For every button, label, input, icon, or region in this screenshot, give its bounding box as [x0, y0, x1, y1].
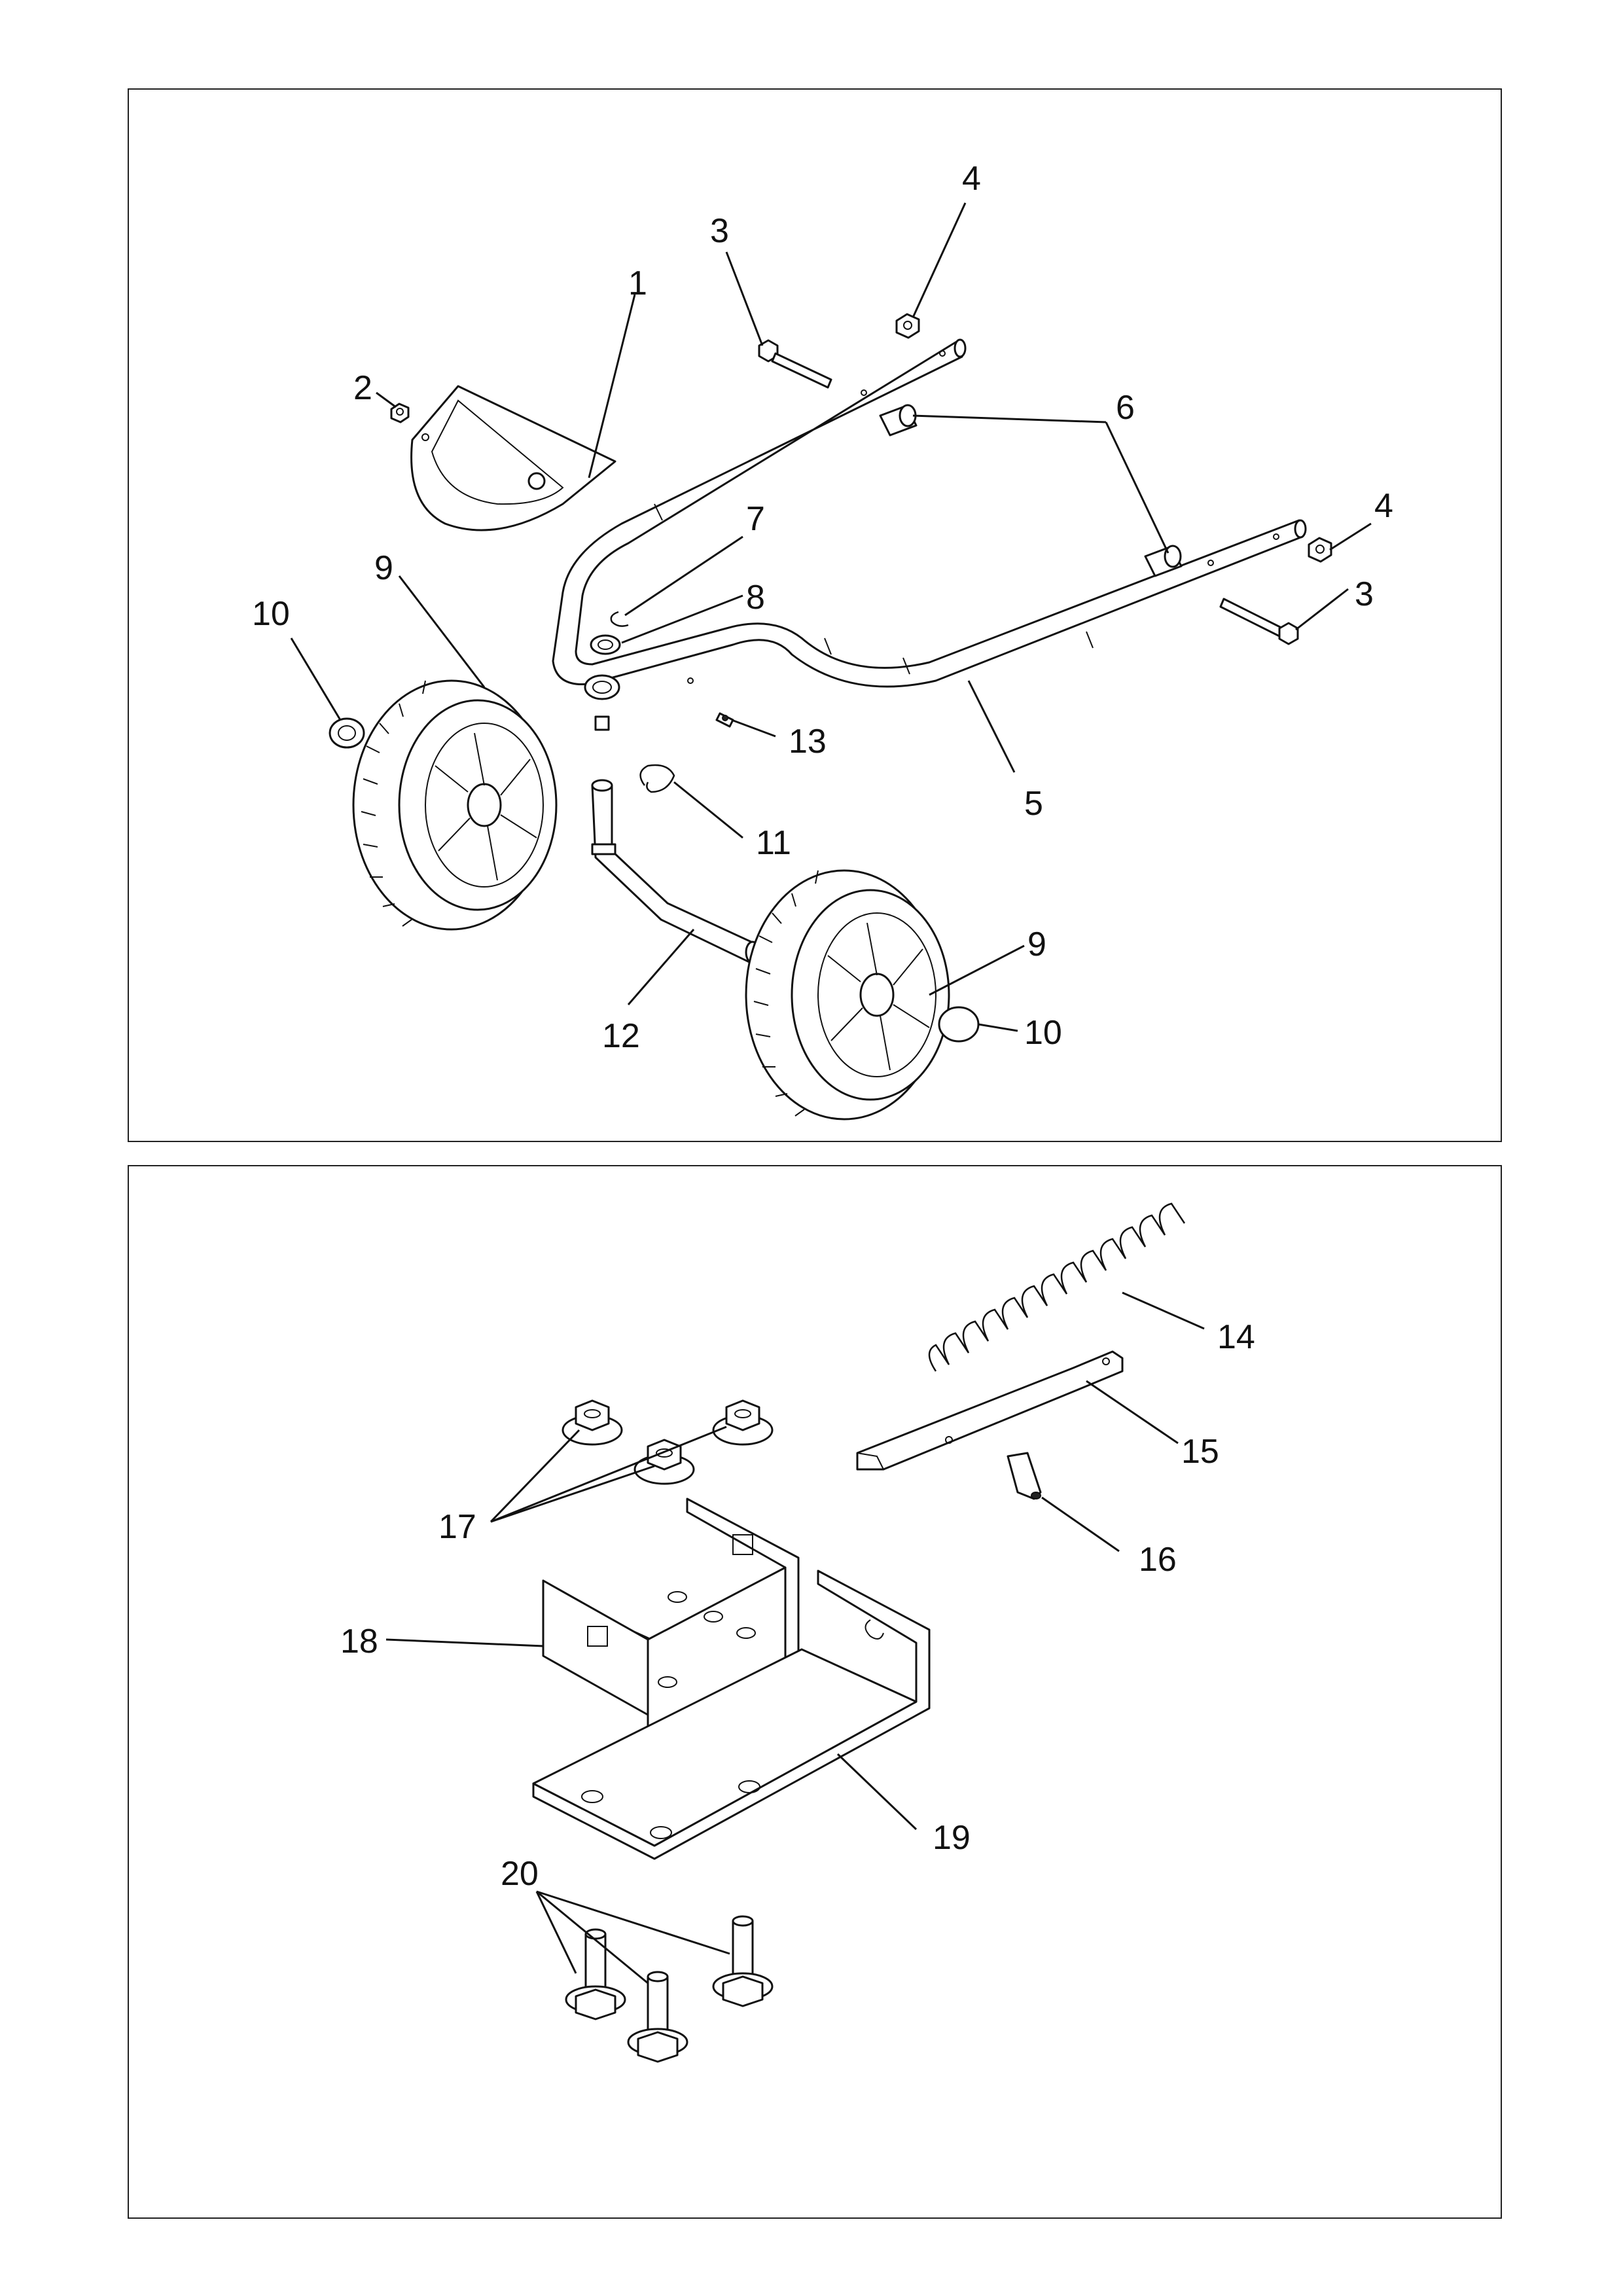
- part-7-clip: [610, 611, 629, 627]
- part-12-axle: [591, 779, 760, 964]
- callout-20: 20: [501, 1855, 539, 1893]
- top-callout-labels: 1 2 3 4 6 4 3 7 8 9 10 13 5 11 9 12 10: [252, 160, 1393, 1055]
- nut-17-b: [712, 1399, 774, 1446]
- part-9-wheel-right: [745, 869, 950, 1121]
- part-6-spacer-upper: [879, 404, 918, 437]
- callout-14: 14: [1217, 1318, 1255, 1356]
- part-5-handle-frame: [552, 338, 1307, 688]
- callout-3-upper: 3: [710, 212, 729, 250]
- part-10-cap-right: [938, 1006, 980, 1043]
- part-14-spring: [928, 1202, 1186, 1372]
- bottom-callout-labels: 14 15 17 16 18 19 20: [340, 1318, 1255, 1893]
- bottom-leader-lines: [385, 1291, 1205, 1984]
- part-frame-socket: [584, 674, 620, 731]
- part-16-pin: [1007, 1452, 1042, 1500]
- callout-4-upper: 4: [962, 160, 981, 198]
- callout-12: 12: [602, 1017, 640, 1055]
- callout-4-lower: 4: [1374, 487, 1393, 525]
- callout-15: 15: [1181, 1433, 1219, 1471]
- callout-1: 1: [628, 264, 647, 302]
- part-11-clip: [639, 764, 675, 793]
- part-13-screw: [715, 712, 734, 728]
- nut-17-c: [633, 1439, 695, 1485]
- part-3-bolt-lower: [1219, 598, 1299, 645]
- part-10-cap-left: [329, 717, 365, 749]
- part-1-shield: [410, 385, 616, 531]
- bolt-20-a: [565, 1928, 626, 2020]
- part-8-washer: [590, 634, 621, 655]
- callout-19: 19: [933, 1819, 971, 1857]
- part-15-rod: [856, 1350, 1124, 1471]
- part-19-plate: [532, 1570, 931, 1860]
- callout-9-right: 9: [1027, 925, 1046, 963]
- part-4-nut-lower: [1308, 537, 1332, 563]
- callout-18: 18: [340, 1623, 378, 1660]
- callout-17: 17: [438, 1508, 476, 1546]
- callout-6: 6: [1116, 389, 1135, 427]
- part-20-bolts: [565, 1915, 774, 2063]
- callout-9-left: 9: [374, 549, 393, 587]
- bolt-20-b: [627, 1971, 688, 2063]
- callout-3-lower: 3: [1355, 575, 1374, 613]
- part-4-nut-upper: [895, 313, 920, 339]
- bolt-20-c: [712, 1915, 774, 2007]
- part-3-bolt-upper: [758, 339, 832, 389]
- callout-2: 2: [353, 369, 372, 407]
- callout-16: 16: [1139, 1541, 1177, 1579]
- callout-11: 11: [756, 824, 791, 862]
- part-17-nuts: [562, 1399, 774, 1485]
- callout-8: 8: [746, 579, 765, 617]
- top-leader-lines: [290, 202, 1372, 1032]
- nut-17-a: [562, 1399, 623, 1446]
- part-9-wheel-left: [352, 679, 558, 931]
- callout-10-right: 10: [1024, 1014, 1062, 1052]
- callout-10-left: 10: [252, 595, 290, 633]
- part-2-nut: [390, 403, 410, 423]
- part-6-spacer-lower: [1144, 545, 1183, 577]
- callout-7: 7: [746, 500, 765, 538]
- callout-5: 5: [1024, 785, 1043, 823]
- callout-13: 13: [789, 723, 827, 761]
